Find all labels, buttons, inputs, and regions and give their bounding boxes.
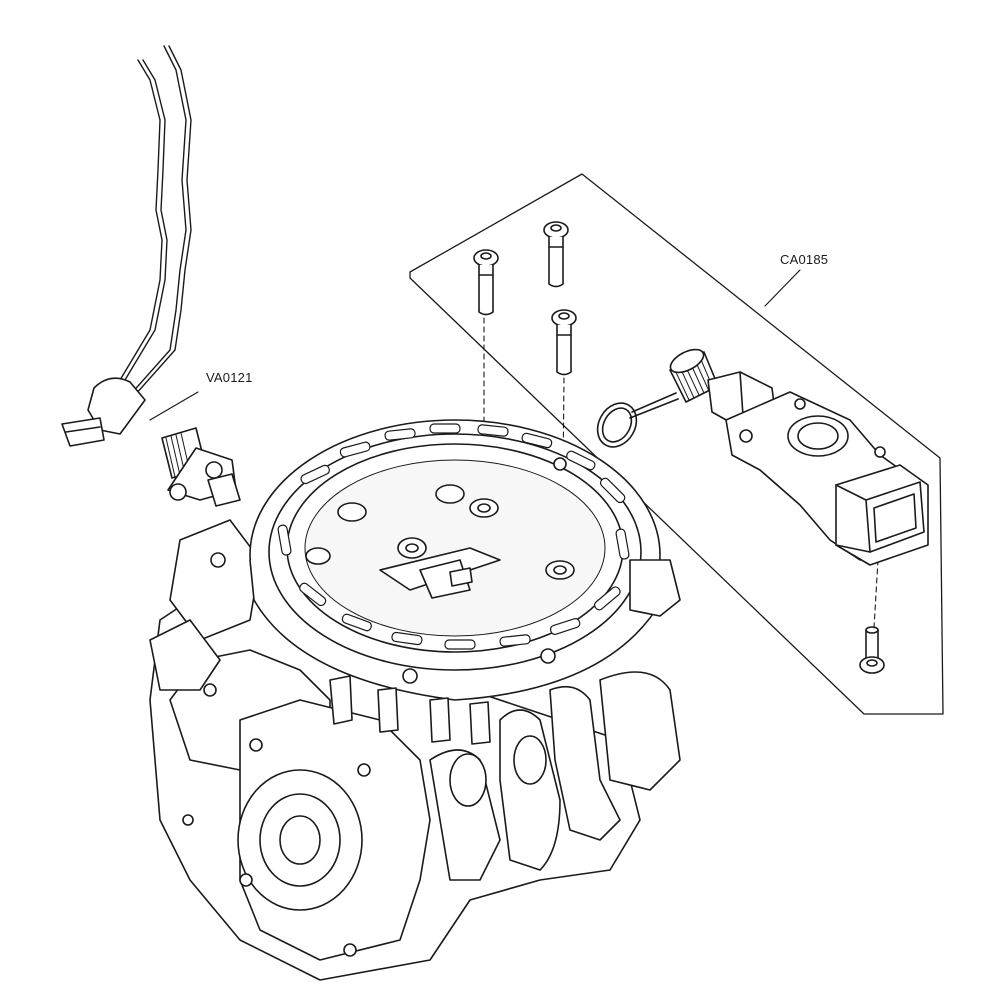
screw-bottom [859, 626, 885, 674]
va0121-leader-line [149, 391, 199, 421]
cam-lobes [429, 671, 681, 881]
ca0185-valve-assembly [669, 348, 929, 566]
screw-2 [543, 221, 569, 288]
ca0185-leader-line [764, 269, 801, 307]
ring-posts [329, 675, 491, 745]
o-ring [596, 392, 679, 448]
callout-va0121: VA0121 [206, 370, 253, 385]
top-ring-flange [249, 419, 681, 701]
screw-1 [473, 249, 499, 316]
callout-ca0185: CA0185 [780, 252, 829, 267]
kit-boundary-box [409, 173, 944, 715]
screw-3 [551, 309, 577, 376]
side-fitting [161, 427, 241, 507]
va0121-sensor [61, 377, 146, 447]
pump-housing-lower [149, 579, 641, 981]
va0121-wires [119, 45, 192, 396]
left-bracket [149, 519, 261, 691]
